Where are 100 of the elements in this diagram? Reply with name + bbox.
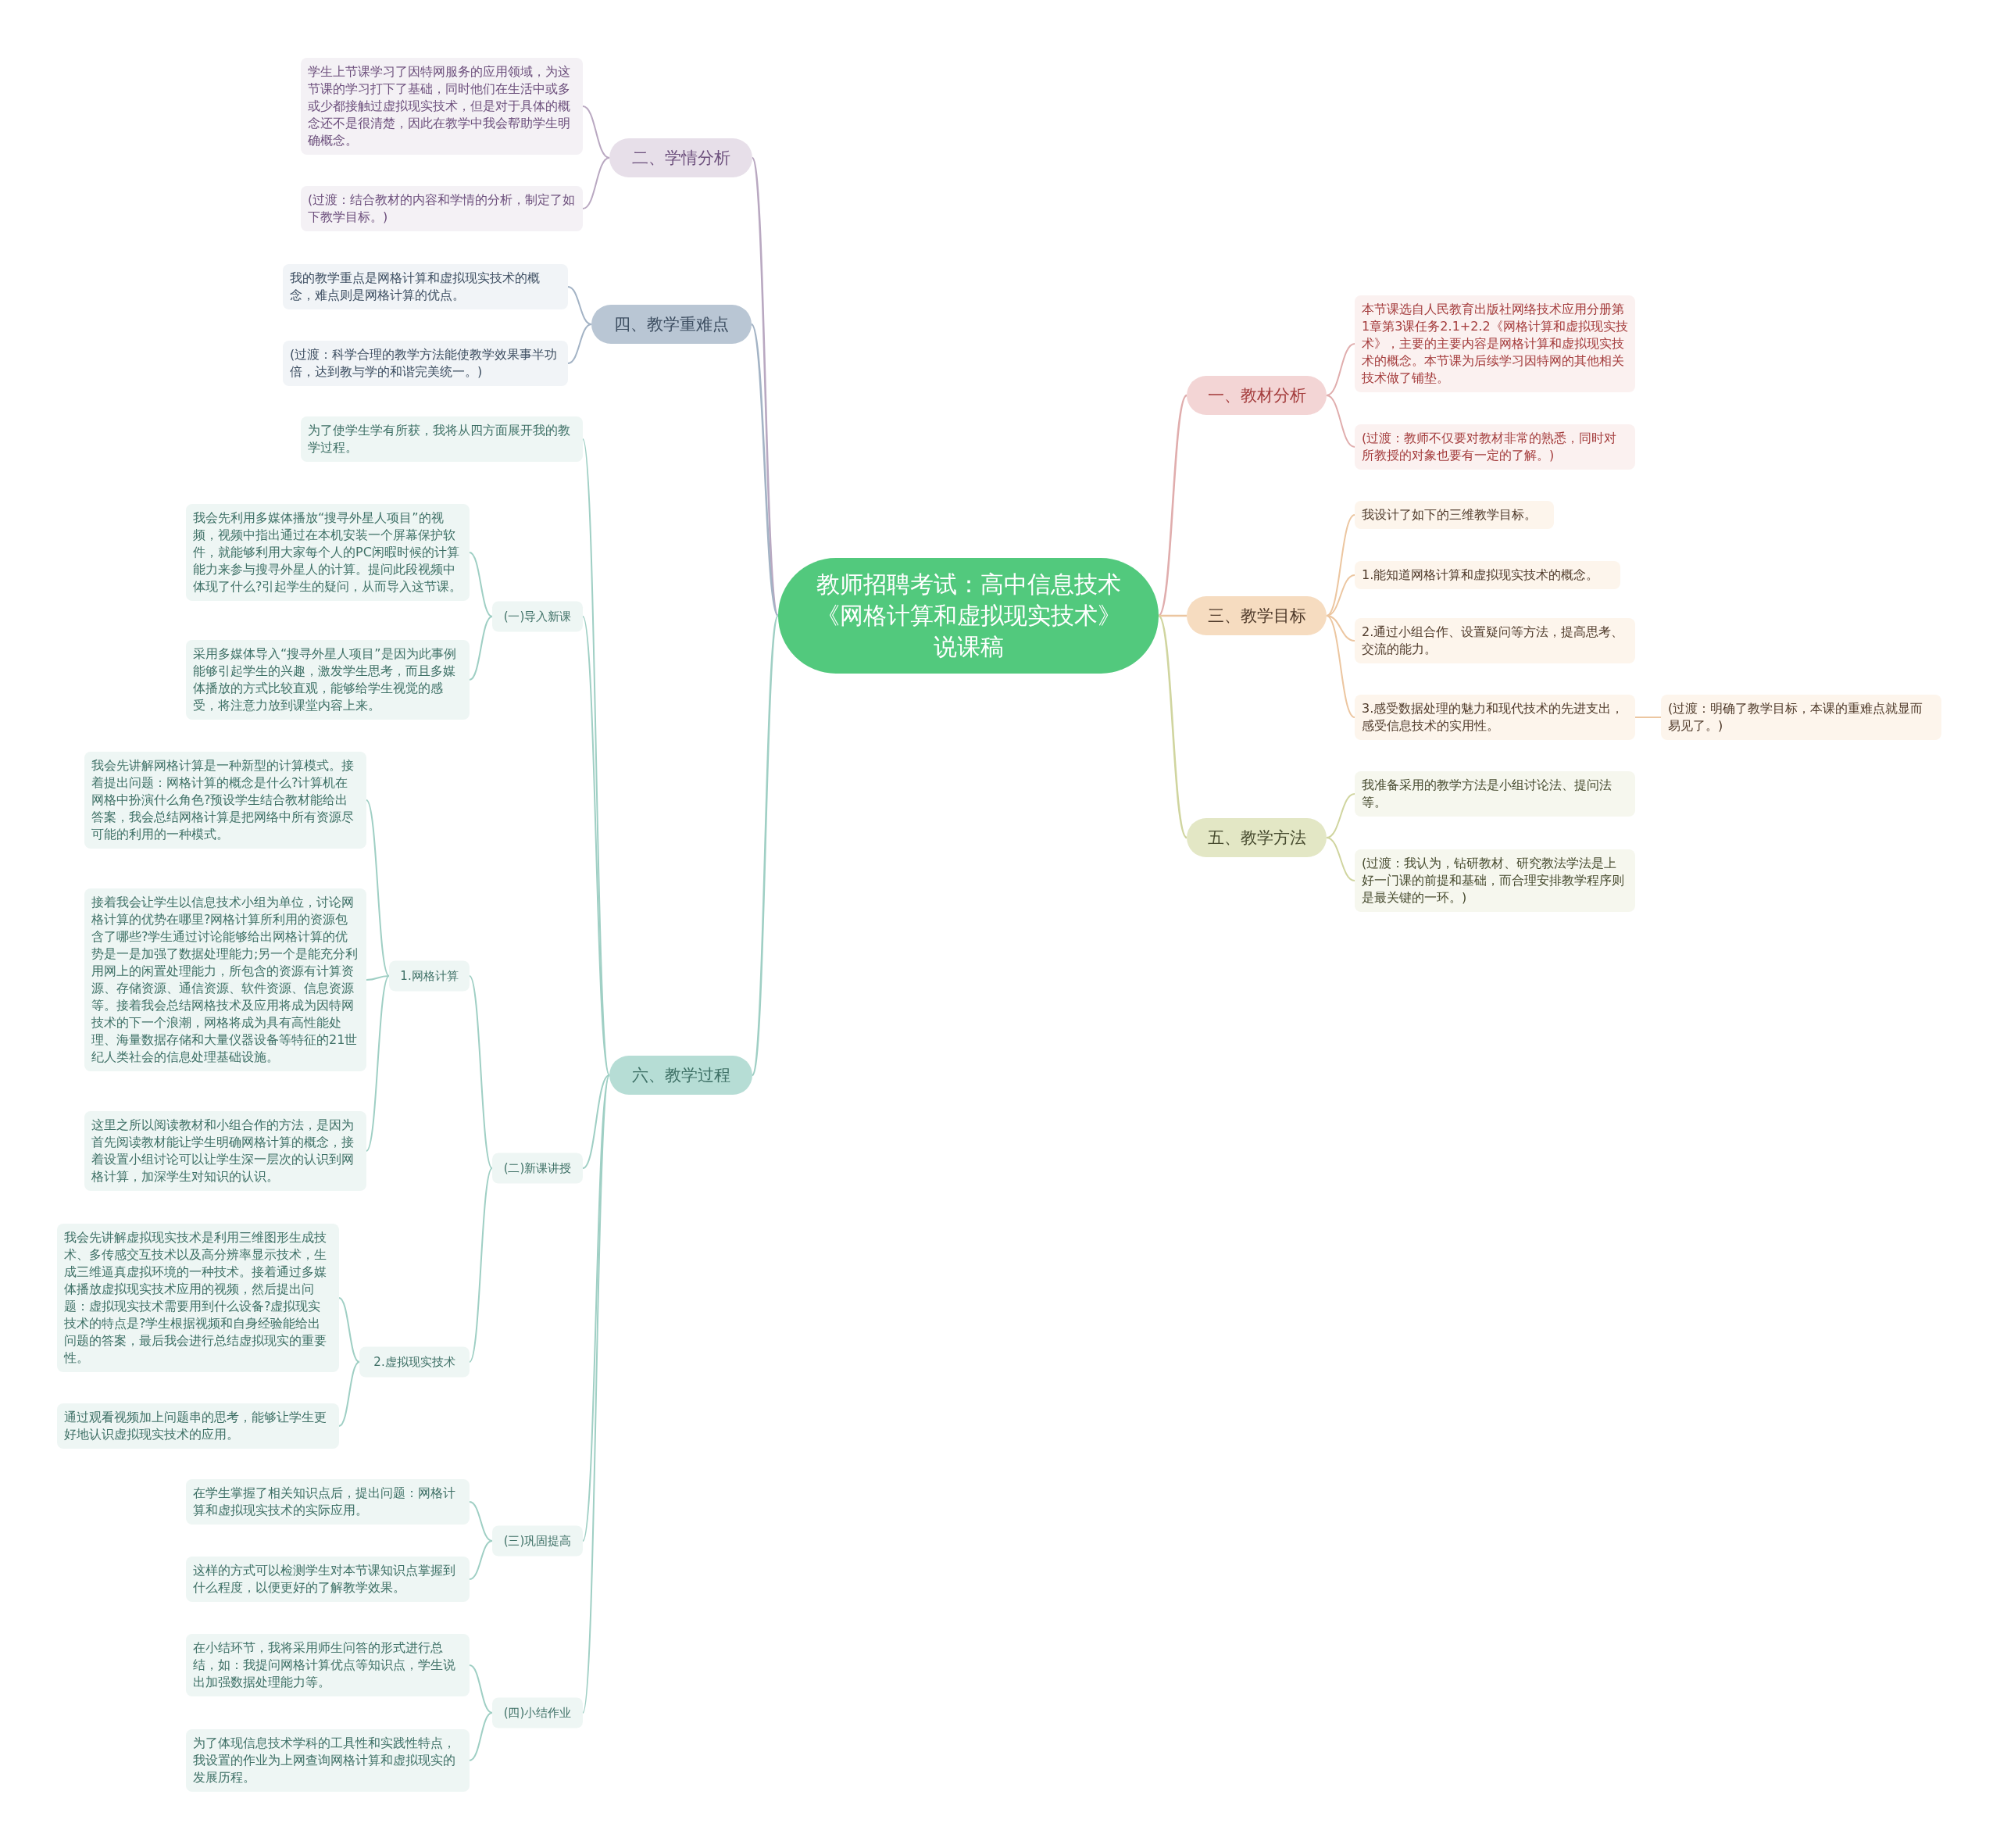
connector-line: [582, 1074, 610, 1169]
note-box: [186, 1557, 470, 1602]
note-box: [1355, 561, 1620, 589]
connector-line: [582, 1074, 610, 1542]
topic-text: 为了体现信息技术学科的工具性和实践性特点，我设置的作业为上网查询网格计算和虚拟现实的发展历程。: [193, 1735, 456, 1786]
note-box: [1355, 501, 1554, 529]
topic-text: 一、教材分析: [1206, 385, 1307, 406]
subtopic-box: [492, 1525, 583, 1557]
note-box: [1355, 424, 1635, 470]
topic-text: (过渡：明确了教学目标，本课的重难点就显而易见了。): [1668, 700, 1924, 735]
topic-text: 接着我会让学生以信息技术小组为单位，讨论网格计算的优势在哪里?网格计算所利用的资源包含了哪些?学生通过讨论能够给出网格计算的优势是一是加强了数据处理能力;另一个是能充分利用网上的闲置处理能力，所包含的资源有计算资源、存储资源、通信资源、软件资源、信息资源等。接着我会总结网格技术及应用将成为因特网技术的下一个浪潮，网格将成为具有高性能处理、海量数据存储和大量仪器设备等特征的21世纪人类社会的信息处理基础设施。: [91, 894, 359, 1066]
note-box: [1355, 771, 1635, 817]
topic-text: (过渡：结合教材的内容和学情的分析，制定了如下教学目标。): [308, 191, 576, 226]
topic-text: 我准备采用的教学方法是小组讨论法、提问法等。: [1362, 777, 1612, 811]
connector-line: [1326, 615, 1355, 642]
subtopic-box: [389, 960, 470, 992]
topic-text: 2.通过小组合作、设置疑问等方法，提高思考、交流的能力。: [1362, 624, 1625, 658]
branch-topic: [609, 138, 752, 177]
topic-text: (二)新课讲授: [502, 1160, 573, 1177]
connector-line: [567, 286, 592, 325]
note-box: [84, 752, 366, 849]
branch-topic: [591, 305, 752, 344]
connector-line: [1159, 614, 1187, 617]
note-box: [1661, 695, 1941, 740]
note-box: [1355, 695, 1635, 740]
topic-text: (过渡：教师不仅要对教材非常的熟悉，同时对所教授的对象也要有一定的了解。): [1362, 430, 1618, 464]
connector-line: [582, 1074, 610, 1714]
branch-topic: [1187, 818, 1327, 857]
connector-line: [469, 1501, 493, 1542]
topic-text: 我会先讲解网格计算是一种新型的计算模式。接着提出问题：网格计算的概念是什么?计算机在网格中扮演什么角色?预设学生结合教材能给出答案，我会总结网格计算是把网络中所有资源尽可能的利用的一种模式。: [91, 757, 355, 843]
topic-text: 这里之所以阅读教材和小组合作的方法，是因为首先阅读教材能让学生明确网格计算的概念，接着设置小组讨论可以让学生深一层次的认识到网格计算，加深学生对知识的认识。: [91, 1117, 355, 1185]
topic-text: 六、教学过程: [630, 1065, 731, 1086]
branch-topic: [1187, 376, 1327, 415]
topic-text: 我会先讲解虚拟现实技术是利用三维图形生成技术、多传感交互技术以及高分辨率显示技术，生成三维逼真虚拟环境的一种技术。接着通过多媒体播放虚拟现实技术应用的视频，然后提出问题：虚拟现实技术需要用到什么设备?虚拟现实技术的特点是?学生根据视频和自身经验能给出问题的答案，最后我会进行总结虚拟现实的重要性。: [64, 1229, 327, 1367]
note-box: [1355, 849, 1635, 912]
topic-text: (过渡：科学合理的教学方法能使教学效果事半功倍，达到教与学的和谐完美统一。): [290, 346, 559, 381]
note-box: [186, 1634, 470, 1696]
note-box: [186, 504, 470, 601]
connector-line: [366, 975, 390, 1152]
connector-line: [469, 616, 493, 681]
connector-line: [1157, 615, 1188, 838]
connector-line: [567, 323, 592, 364]
connector-line: [582, 616, 610, 1076]
subtopic-box: [492, 601, 583, 632]
topic-text: 1.能知道网格计算和虚拟现实技术的概念。: [1362, 567, 1600, 584]
note-box: [186, 1479, 470, 1525]
topic-text: 3.感受数据处理的魅力和现代技术的先进支出，感受信息技术的实用性。: [1362, 700, 1625, 735]
connector-line: [366, 975, 390, 981]
connector-line: [1326, 615, 1355, 718]
topic-text: 五、教学方法: [1206, 827, 1307, 849]
connector-line: [469, 1712, 493, 1761]
connector-line: [1634, 717, 1662, 718]
note-box: [1355, 295, 1635, 392]
topic-text: (一)导入新课: [502, 608, 573, 625]
connector-line: [1326, 343, 1355, 396]
connector-line: [338, 1297, 360, 1363]
note-box: [283, 341, 568, 386]
note-box: [186, 640, 470, 720]
note-box: [301, 186, 583, 231]
connector-line: [1157, 395, 1188, 617]
topic-text: 采用多媒体导入“搜寻外星人项目”是因为此事例能够引起学生的兴趣，激发学生思考，而且多媒体播放的方式比较直观，能够给学生视觉的感受，将注意力放到课堂内容上来。: [193, 645, 457, 714]
topic-text: 三、教学目标: [1206, 606, 1307, 627]
note-box: [84, 1111, 366, 1191]
connector-line: [469, 1540, 493, 1580]
topic-text: 为了使学生学有所获，我将从四方面展开我的教学过程。: [308, 422, 571, 456]
connector-line: [469, 975, 493, 1169]
connector-line: [469, 1664, 493, 1714]
topic-text: 在小结环节，我将采用师生问答的形式进行总结，如：我提问网格计算优点等知识点，学生说出加强数据处理能力等。: [193, 1639, 456, 1691]
connector-line: [366, 799, 390, 977]
topic-text: 学生上节课学习了因特网服务的应用领域，为这节课的学习打下了基础，同时他们在生活中或多或少都接触过虚拟现实技术，但是对于具体的概念还不是很清楚，因此在教学中我会帮助学生明确概念。: [308, 63, 571, 149]
connector-line: [582, 105, 610, 159]
note-box: [283, 264, 568, 309]
topic-text: 二、学情分析: [630, 148, 731, 169]
topic-text: (四)小结作业: [502, 1704, 573, 1721]
topic-text: (过渡：我认为，钻研教材、研究教法学法是上好一门课的前提和基础，而合理安排教学程序则是最关键的一环。): [1362, 855, 1625, 906]
connector-line: [582, 157, 610, 209]
topic-text: 通过观看视频加上问题串的思考，能够让学生更好地认识虚拟现实技术的应用。: [64, 1409, 327, 1443]
note-box: [186, 1729, 470, 1792]
connector-line: [338, 1361, 360, 1427]
topic-text: 本节课选自人民教育出版社网络技术应用分册第1章第3课任务2.1+2.2《网格计算和虚拟现实技术》，主要的主要内容是网格计算和虚拟现实技术的概念。本节课为后续学习因特网的其他相关技术做了铺垫。: [1362, 301, 1628, 387]
branch-topic: [609, 1056, 752, 1095]
topic-text: 教师招聘考试：高中信息技术《网格计算和虚拟现实技术》说课稿: [815, 570, 1122, 662]
topic-text: 我的教学重点是网格计算和虚拟现实技术的概念，难点则是网格计算的优点。: [290, 270, 541, 304]
topic-text: 这样的方式可以检测学生对本节课知识点掌握到什么程度，以便更好的了解教学效果。: [193, 1562, 456, 1596]
note-box: [301, 416, 583, 462]
topic-text: 在学生掌握了相关知识点后，提出问题：网格计算和虚拟现实技术的实际应用。: [193, 1485, 456, 1519]
connector-line: [750, 323, 780, 617]
topic-text: 我会先利用多媒体播放“搜寻外星人项目”的视频，视频中指出通过在本机安装一个屏幕保护软件，就能够利用大家每个人的PC闲暇时候的计算能力来参与搜寻外星人的计算。提问此段视频中体现了什么?引起学生的疑问，从而导入这节课。: [193, 509, 462, 595]
connector-line: [1326, 514, 1355, 617]
branch-topic: [1187, 596, 1327, 635]
connector-line: [1326, 395, 1355, 448]
connector-line: [469, 552, 493, 617]
connector-line: [1326, 837, 1355, 881]
note-box: [1355, 618, 1635, 663]
connector-line: [469, 1167, 493, 1363]
connector-line: [751, 615, 780, 1076]
topic-text: 我设计了如下的三维教学目标。: [1362, 506, 1538, 524]
subtopic-box: [492, 1697, 583, 1728]
note-box: [301, 58, 583, 155]
topic-text: 四、教学重难点: [613, 314, 730, 335]
